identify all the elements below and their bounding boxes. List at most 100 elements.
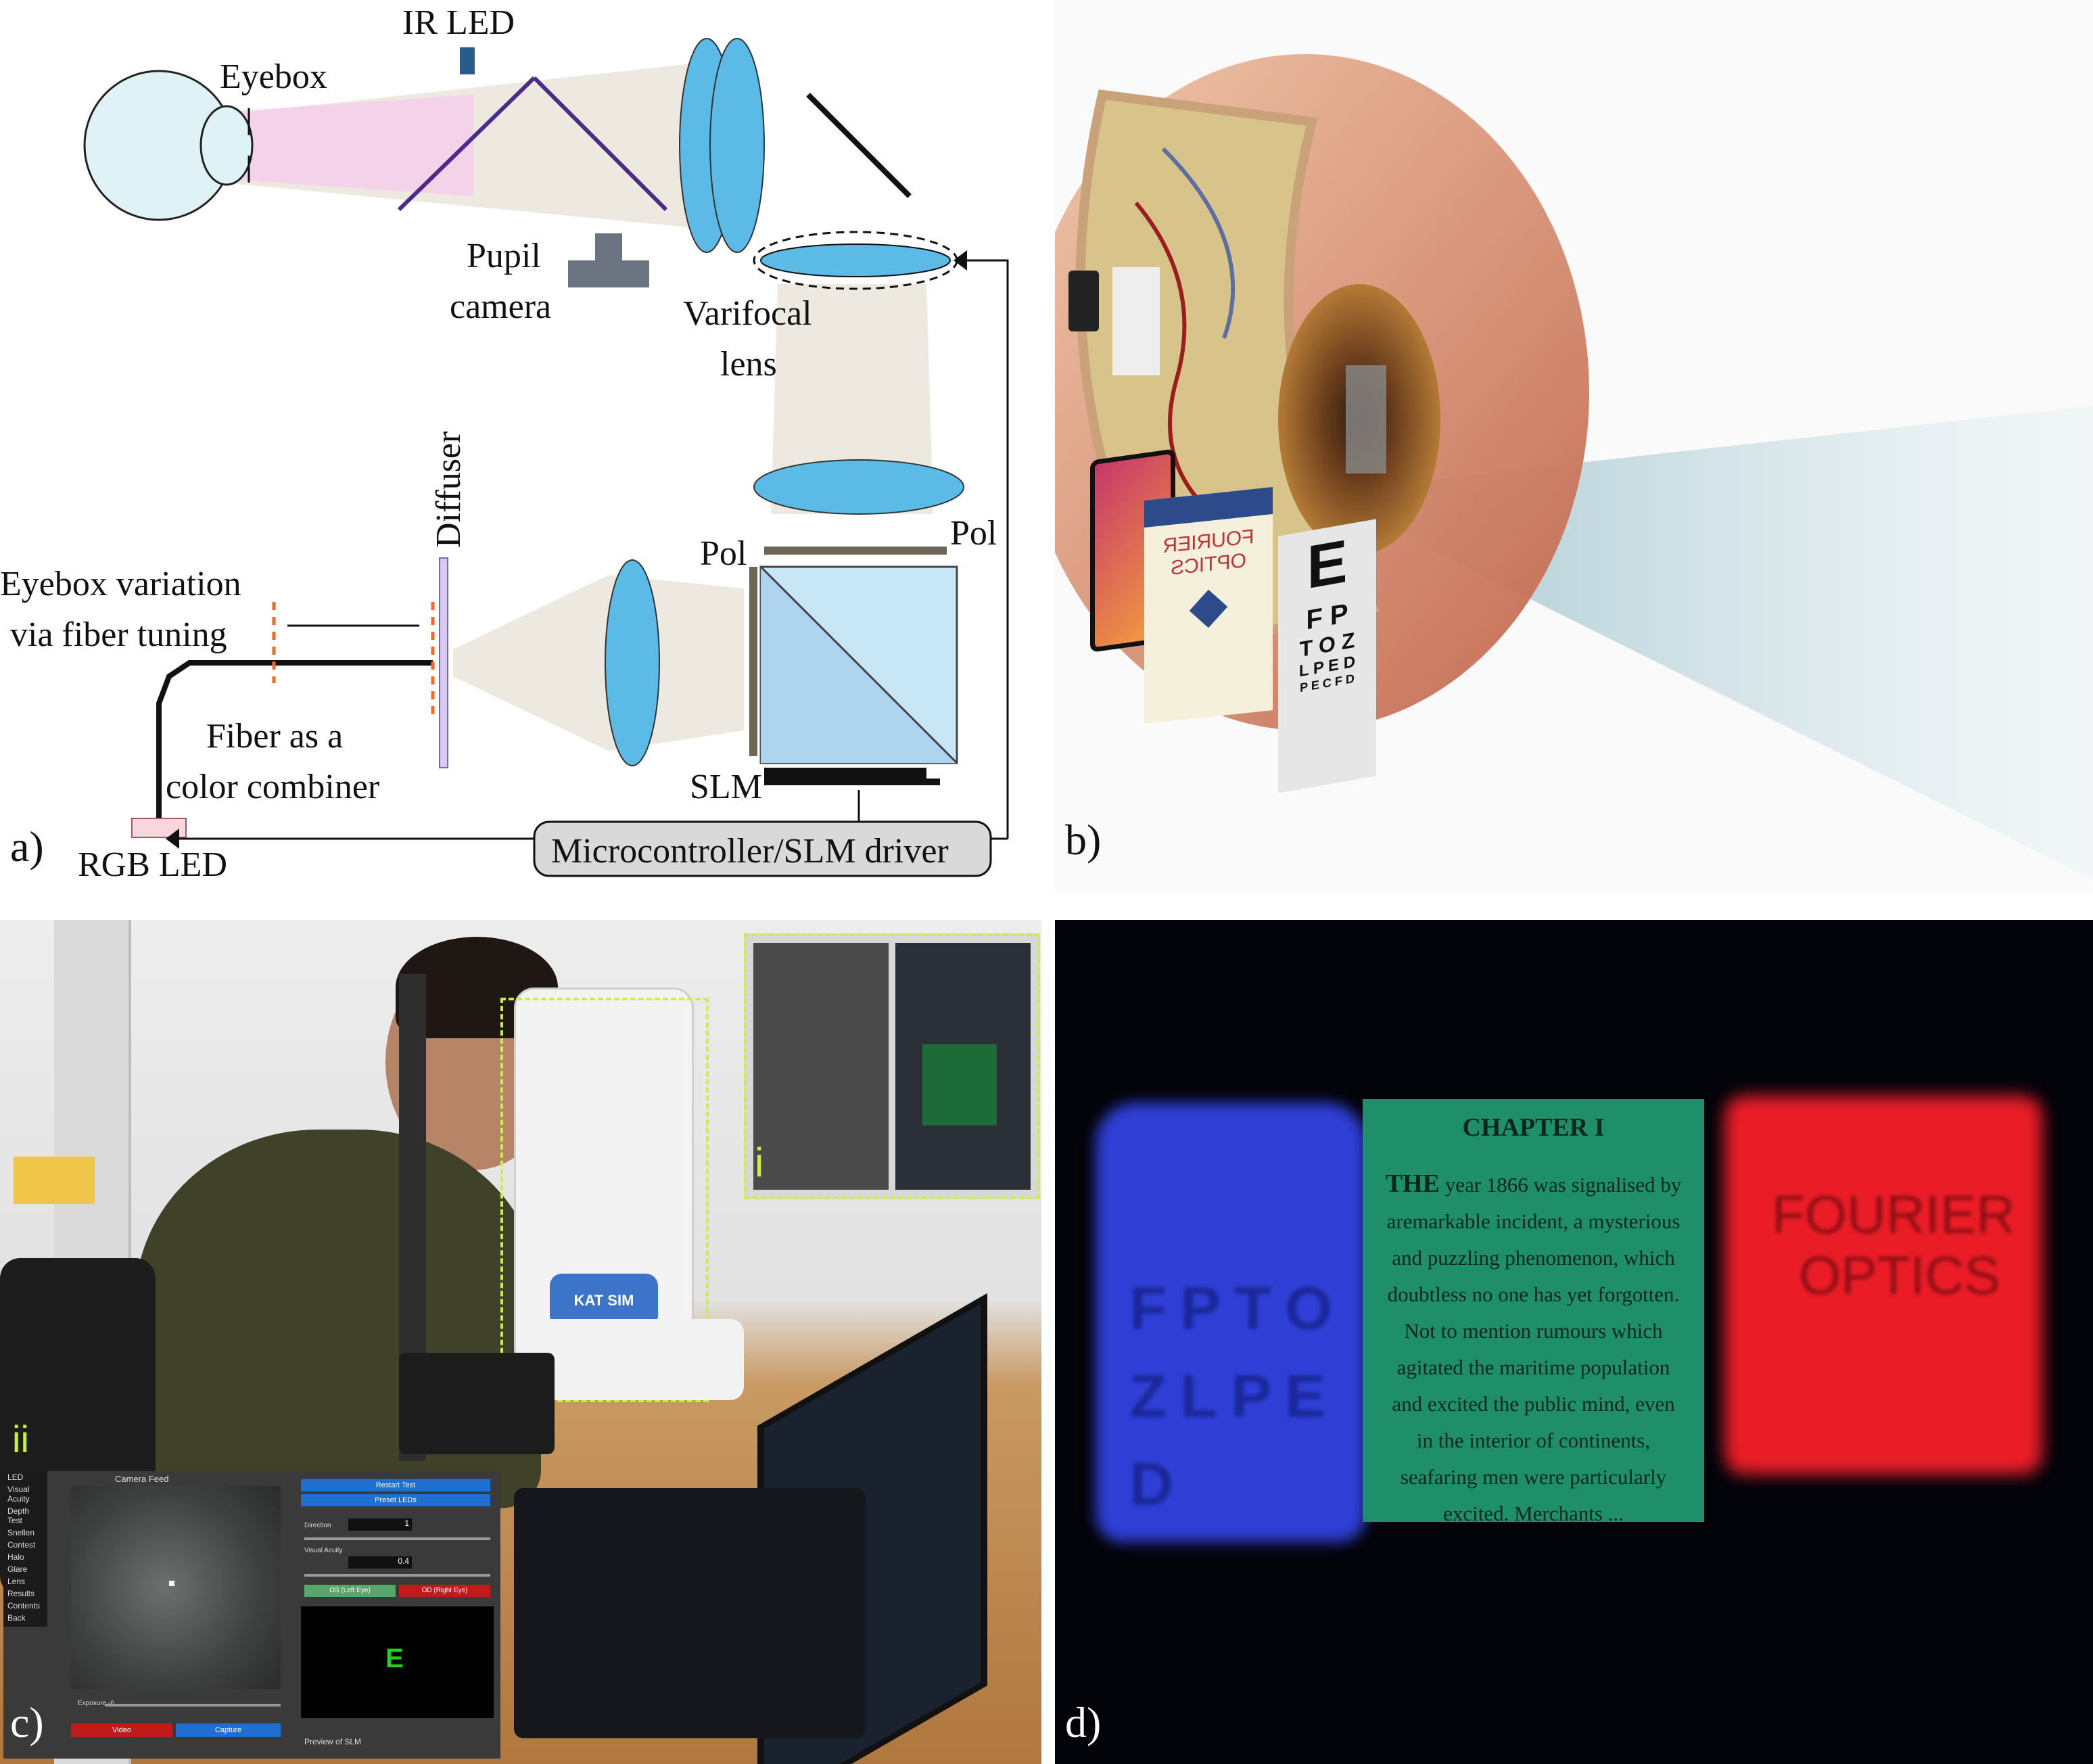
ui-sidebar-item[interactable]: Back [7, 1613, 26, 1623]
eyebox-label: Eyebox [220, 57, 327, 96]
pol-left-label: Pol [700, 534, 747, 573]
ui-sidebar-item[interactable]: Halo [7, 1552, 24, 1562]
pupil-camera-body [568, 260, 649, 287]
blue-chart-letter: O [1285, 1275, 1333, 1343]
beam-splitter-left [397, 76, 536, 212]
inset-i-label: i [755, 1140, 764, 1185]
fiber-label-1: Fiber as a [206, 717, 343, 756]
varifocal-label-2: lens [720, 345, 777, 384]
retina-vessel-2 [1161, 147, 1236, 340]
arrow-head-rgb [166, 829, 179, 849]
schematic-diagram: Eyebox IR LED Pupil camera Varifocal len… [0, 3, 1009, 884]
controller-box [533, 820, 992, 877]
ui-sidebar-item[interactable]: Snellen [7, 1528, 35, 1537]
varifocal-label-1: Varifocal [683, 294, 812, 333]
ui-sidebar-item[interactable]: Glare [7, 1564, 28, 1574]
panel-a-label: a) [10, 822, 44, 871]
device-logo: KAT SIM [550, 1274, 658, 1328]
ui-sidebar-item[interactable]: Results [7, 1589, 35, 1598]
control-wire-right [967, 259, 1009, 839]
blue-chart-letter: L [1179, 1363, 1217, 1431]
ui-acuity-value: 0.4 [348, 1556, 412, 1569]
ui-capture-button[interactable]: Capture [176, 1723, 281, 1737]
polarizer-left [749, 567, 757, 756]
inset-ii-label: ii [12, 1418, 29, 1460]
ui-sidebar-item[interactable]: Lens [7, 1577, 26, 1586]
blue-chart-letter: P [1230, 1363, 1271, 1431]
ui-preset-button[interactable]: Preset LEDs [301, 1494, 490, 1506]
inset-electronics-photo [895, 943, 1031, 1190]
ui-camera-feed-title: Camera Feed [115, 1474, 169, 1484]
chapter-line: Not to mention rumours which [1404, 1319, 1663, 1343]
ui-exposure-label: Exposure -6 [78, 1700, 114, 1707]
chapter-line: aremarkable incident, a mysterious [1386, 1209, 1680, 1233]
blue-chart-letter: Z [1129, 1363, 1167, 1431]
vision-simulator-device: KAT SIM [514, 988, 694, 1370]
virtual-eye-chart-image: E F P T O Z L P E D P E C F D [1278, 519, 1376, 793]
eyebox-variation-label-2: via fiber tuning [10, 616, 227, 654]
ui-pupil-marker [169, 1581, 174, 1586]
ir-led-icon [460, 47, 475, 74]
eye-cornea [199, 105, 254, 186]
light-beam-vertical [771, 284, 933, 514]
panel-a-schematic: Eyebox IR LED Pupil camera Varifocal len… [0, 0, 1041, 893]
chapter-first-word: THE [1385, 1169, 1440, 1198]
chapter-line: doubtless no one has yet forgotten. [1387, 1282, 1680, 1306]
inset-optics-photo [753, 943, 889, 1190]
red-book-title-1: FOURIER [1772, 1184, 2015, 1245]
wall-shelf [14, 1157, 95, 1204]
fiber-label-2: color combiner [166, 768, 379, 806]
ui-exposure-slider[interactable] [105, 1704, 281, 1707]
fold-mirror [806, 93, 912, 198]
panel-b-label: b) [1065, 816, 1102, 864]
slm-panel [764, 768, 926, 779]
ui-preview-label: Preview of SLM [304, 1737, 362, 1746]
eyebox-variation-label-1: Eyebox variation [0, 565, 241, 603]
ui-os-button[interactable]: OS (Left Eye) [304, 1585, 396, 1597]
ui-sidebar-item[interactable]: LED [7, 1472, 24, 1482]
ui-sidebar-item[interactable]: Contents [7, 1601, 41, 1610]
blue-chart-letter: P [1179, 1275, 1221, 1343]
chapter-line: year 1866 was signalised by [1444, 1173, 1682, 1197]
book-cover-diamond [1189, 589, 1228, 628]
blue-eye-chart-glow [1096, 1102, 1366, 1542]
ui-od-button[interactable]: OD (Right Eye) [399, 1585, 490, 1597]
pupil-camera-label-1: Pupil [467, 237, 541, 275]
controller-label: Microcontroller/SLM driver [551, 832, 949, 871]
slm-label: SLM [690, 768, 762, 806]
inset-i-internal-photo: i [744, 933, 1040, 1199]
ui-acuity-slider[interactable] [304, 1574, 490, 1577]
lens-middle [753, 459, 964, 515]
diffuser-label: Diffuser [429, 432, 468, 548]
blue-chart-letter: F [1129, 1275, 1167, 1343]
ir-led-label: IR LED [402, 3, 515, 42]
chapter-line: excited. Merchants ... [1443, 1502, 1624, 1525]
ui-sidebar-item[interactable]: Visual Acuity [7, 1485, 30, 1504]
retina-phone-image [1068, 271, 1099, 331]
retina-vessel-1 [1134, 202, 1232, 530]
ui-sidebar-item[interactable]: Depth Test [7, 1506, 30, 1525]
virtual-book-image: FOURIER OPTICS [1144, 487, 1273, 724]
panel-d-label: d) [1065, 1698, 1102, 1746]
panel-c-label: c) [10, 1698, 44, 1746]
beam-splitter-right [532, 76, 668, 212]
polarizer-top [764, 547, 947, 555]
ui-acuity-label: Visual Acuity [304, 1547, 343, 1554]
inset-pcb [922, 1044, 997, 1125]
eye-cutaway-illustration [1055, 54, 2093, 879]
ui-video-button[interactable]: Video [71, 1723, 172, 1737]
slm-base [764, 779, 940, 785]
ui-restart-button[interactable]: Restart Test [301, 1479, 490, 1491]
ir-beam [176, 95, 473, 196]
cube-diagonal [759, 565, 958, 764]
arrow-head-varifocal [954, 250, 967, 271]
ui-direction-slider[interactable] [304, 1537, 490, 1540]
light-beam-lower [453, 575, 744, 751]
varifocal-lens [760, 243, 951, 277]
control-box [399, 1353, 555, 1454]
ui-sidebar-item[interactable]: Contest [7, 1540, 36, 1550]
blue-chart-letter: E [1285, 1363, 1326, 1431]
